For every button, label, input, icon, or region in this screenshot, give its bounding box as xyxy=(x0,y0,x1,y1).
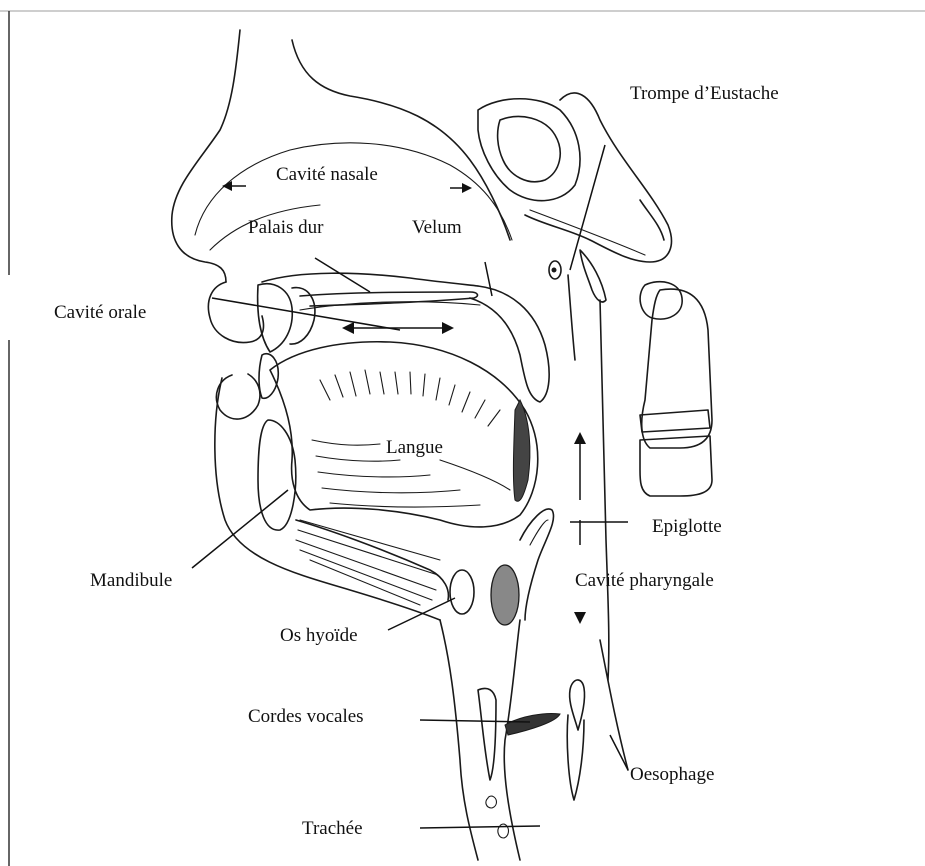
label-os-hyoide: Os hyoïde xyxy=(280,625,358,646)
cervical-vertebra-3 xyxy=(640,436,712,496)
mylohyoid-fibers xyxy=(296,520,440,605)
larynx-posterior xyxy=(504,620,520,860)
pharyngeal-arrows xyxy=(574,432,586,624)
mandible-inner xyxy=(296,520,448,600)
skull-base-dark xyxy=(640,200,664,240)
label-trompe-eustache: Trompe d’Eustache xyxy=(630,83,779,104)
label-trachee: Trachée xyxy=(302,818,363,839)
tongue-outline xyxy=(270,342,538,527)
label-cavite-nasale: Cavité nasale xyxy=(276,164,378,185)
larynx-inner xyxy=(478,688,496,780)
esophagus-wall xyxy=(600,640,628,770)
pointer-trompe xyxy=(570,145,605,270)
pointer-palais-dur xyxy=(315,258,370,292)
label-oesophage: Oesophage xyxy=(630,764,714,785)
label-velum: Velum xyxy=(412,217,462,238)
label-cavite-orale: Cavité orale xyxy=(54,302,146,323)
upper-lip xyxy=(208,282,263,343)
pointer-os-hyoide xyxy=(388,598,455,630)
pointer-velum xyxy=(485,262,492,296)
pointer-trachee xyxy=(420,826,540,828)
hyoid-bone xyxy=(450,570,474,614)
lower-lip xyxy=(216,374,260,419)
skull-base-ridge xyxy=(530,210,645,255)
label-langue: Langue xyxy=(386,437,443,458)
mandible-symphysis xyxy=(258,420,296,530)
thyroid-cartilage xyxy=(491,565,519,625)
label-cordes-vocales: Cordes vocales xyxy=(248,706,364,727)
oral-double-arrow xyxy=(342,322,454,334)
mandible-outer xyxy=(215,378,440,620)
velum-outline xyxy=(470,286,549,402)
sphenoid-inner xyxy=(498,116,561,181)
epiglottis-outline xyxy=(520,509,554,620)
skull-base-outline xyxy=(525,93,671,262)
larynx-anterior xyxy=(440,620,478,860)
esophagus-tube xyxy=(567,715,584,800)
cervical-vertebra-2 xyxy=(640,410,710,432)
label-palais-dur: Palais dur xyxy=(248,217,324,238)
adenoid-outline xyxy=(580,250,606,302)
label-epiglotte: Epiglotte xyxy=(652,516,722,537)
nasal-cavity-roof xyxy=(292,40,510,240)
pharynx-wall-posterior xyxy=(600,300,609,680)
arytenoid-cartilage xyxy=(570,680,585,730)
hard-palate-lower xyxy=(300,292,477,306)
face-profile xyxy=(172,30,240,282)
pharynx-wall-anterior xyxy=(568,275,575,360)
hard-palate-upper xyxy=(262,273,478,286)
label-cavite-pharyngale: Cavité pharyngale xyxy=(575,570,714,591)
sphenoid-outline xyxy=(478,99,580,201)
lower-incisor xyxy=(259,354,278,399)
tracheal-ring-1 xyxy=(486,796,497,808)
pointer-oesophage xyxy=(610,735,628,770)
atlas-vertebra xyxy=(640,282,682,319)
label-mandibule: Mandibule xyxy=(90,570,172,591)
eustachian-opening-dot xyxy=(552,268,557,273)
vocal-folds xyxy=(505,713,560,735)
